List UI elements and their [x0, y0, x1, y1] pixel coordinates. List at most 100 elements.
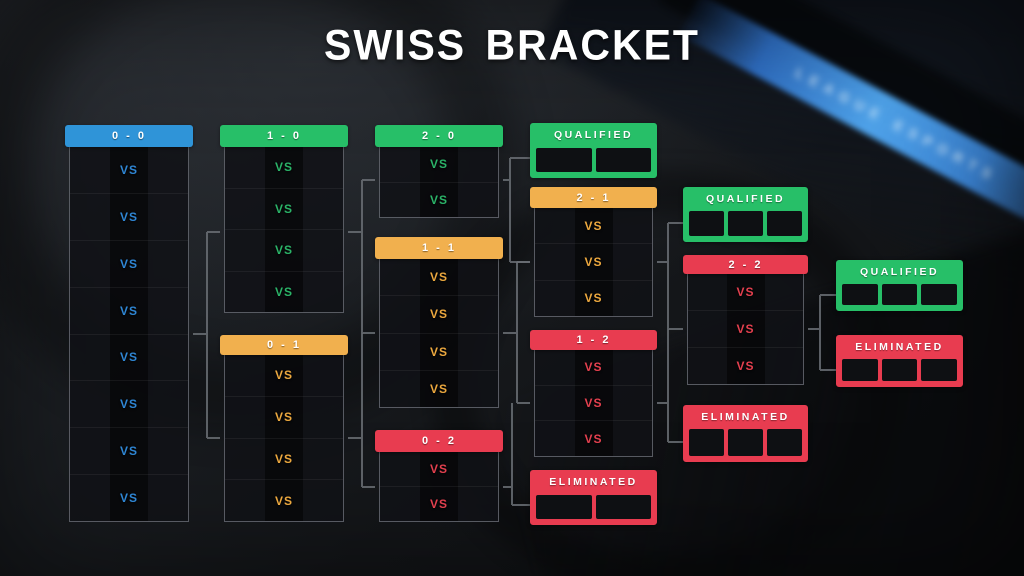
vs-label: VS [274, 410, 293, 425]
bracket-1-1-header: 1 - 1 [375, 237, 503, 259]
vs-label: VS [429, 497, 448, 511]
team-slot [767, 429, 802, 456]
vs-label: VS [119, 397, 138, 412]
match-row: VS [535, 384, 652, 421]
qualified-slots [838, 281, 961, 309]
team-slot [921, 359, 958, 381]
vs-label: VS [119, 444, 138, 459]
vs-label: VS [274, 284, 293, 299]
match-row: VS [225, 147, 343, 188]
team-slot [689, 429, 724, 456]
eliminated-slots [532, 492, 655, 523]
match-row: VS [535, 208, 652, 243]
team-slot [595, 148, 651, 172]
vs-label: VS [119, 162, 138, 177]
team-slot [728, 211, 763, 236]
vs-label: VS [429, 270, 448, 285]
vs-label: VS [584, 431, 603, 446]
match-row: VS [225, 229, 343, 271]
match-row: VS [70, 427, 188, 474]
qualified-box-2-0: QUALIFIED [530, 123, 657, 178]
vs-label: VS [119, 256, 138, 271]
vs-label: VS [274, 160, 293, 175]
vs-label: VS [736, 322, 755, 336]
match-row: VS [225, 437, 343, 480]
eliminated-box-1-2: ELIMINATED [683, 405, 808, 462]
team-slot [536, 495, 592, 519]
vs-label: VS [736, 285, 755, 299]
team-slot [767, 211, 802, 236]
vs-label: VS [736, 359, 755, 373]
match-row: VS [70, 286, 188, 334]
connector-0-0 [193, 231, 220, 439]
vs-label: VS [274, 368, 293, 383]
qualified-header: QUALIFIED [553, 129, 634, 141]
vs-label: VS [584, 291, 603, 306]
team-slot [842, 284, 878, 305]
eliminated-box-2-2: ELIMINATED [836, 335, 963, 387]
connector-0-1 [348, 333, 375, 488]
match-row: VS [688, 310, 803, 347]
qualified-header: QUALIFIED [705, 192, 786, 205]
vs-label: VS [119, 209, 138, 224]
qualified-slots [685, 208, 806, 240]
connector-2-0 [503, 157, 530, 263]
match-row: VS [70, 380, 188, 427]
team-slot [536, 148, 592, 172]
vs-label: VS [274, 493, 293, 508]
qualified-slots [532, 145, 655, 176]
connector-0-2 [503, 403, 530, 506]
eliminated-box-0-2: ELIMINATED [530, 470, 657, 525]
eliminated-slots [838, 356, 961, 385]
bracket-0-0-header: 0 - 0 [65, 125, 193, 147]
match-row: VS [380, 452, 498, 486]
eliminated-header: ELIMINATED [701, 410, 790, 423]
match-row: VS [688, 274, 803, 310]
vs-label: VS [584, 396, 603, 410]
qualified-header: QUALIFIED [859, 265, 940, 278]
bracket-1-1-matches: VS VS VS VS [379, 259, 499, 408]
team-slot [689, 211, 724, 236]
qualified-box-2-1: QUALIFIED [683, 187, 808, 242]
match-row: VS [688, 347, 803, 384]
vs-label: VS [429, 381, 448, 396]
match-row: VS [535, 243, 652, 279]
qualified-box-2-2: QUALIFIED [836, 260, 963, 311]
match-row: VS [380, 147, 498, 182]
match-row: VS [535, 350, 652, 385]
bracket-0-1: 0 - 1 VS VS VS VS [220, 335, 348, 522]
vs-label: VS [429, 462, 448, 476]
team-slot [842, 359, 878, 381]
bracket-1-0-header: 1 - 0 [220, 125, 348, 147]
vs-label: VS [429, 344, 448, 359]
bracket-1-1: 1 - 1 VS VS VS VS [375, 237, 503, 408]
match-row: VS [225, 355, 343, 396]
bracket-1-2-matches: VS VS VS [534, 350, 653, 457]
vs-label: VS [429, 192, 448, 207]
connector-1-2 [657, 329, 683, 443]
bracket-2-0-matches: VS VS [379, 147, 499, 218]
match-row: VS [70, 192, 188, 240]
bracket-0-1-header: 0 - 1 [220, 335, 348, 355]
vs-label: VS [119, 491, 138, 506]
bracket-0-2-matches: VS VS [379, 452, 499, 522]
vs-label: VS [584, 254, 603, 269]
team-slot [595, 495, 651, 519]
team-slot [881, 284, 918, 305]
match-row: VS [380, 332, 498, 370]
vs-label: VS [429, 307, 448, 322]
vs-label: VS [429, 157, 448, 172]
bracket-0-1-matches: VS VS VS VS [224, 355, 344, 522]
connector-2-1 [657, 222, 683, 330]
bracket-2-2-matches: VS VS VS [687, 274, 804, 385]
match-row: VS [70, 147, 188, 193]
vs-label: VS [274, 243, 293, 258]
match-row: VS [70, 474, 188, 521]
connector-1-1 [503, 261, 530, 404]
